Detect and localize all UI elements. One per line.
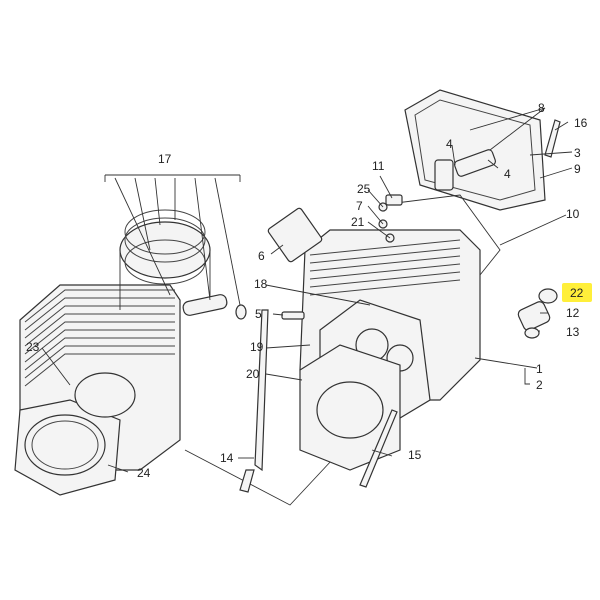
callout-17: 17 [158,152,172,166]
callout-11: 11 [372,159,385,173]
callout-22: 22 [570,286,584,300]
callout-19: 19 [250,340,264,354]
callout-4b: 4 [504,167,511,181]
callout-4a: 4 [446,137,453,151]
callout-13: 13 [566,325,580,339]
callout-25: 25 [357,182,371,196]
callout-3: 3 [574,146,581,160]
callout-6: 6 [258,249,265,263]
callout-10: 10 [566,207,580,221]
callout-7: 7 [356,199,363,213]
cylinder-head [239,89,561,493]
callout-21: 21 [351,215,365,229]
callout-16: 16 [574,116,588,130]
callout-1: 1 [536,362,543,376]
callout-23: 23 [26,340,40,354]
callout-9: 9 [574,162,581,176]
callout-20: 20 [246,367,260,381]
callout-5: 5 [255,307,262,321]
leader-lines [41,107,573,473]
callout-2: 2 [536,378,543,392]
callout-8: 8 [538,101,545,115]
callout-15: 15 [408,448,422,462]
callout-labels: 1 2 3 4 4 5 6 7 8 9 10 11 12 13 14 15 16… [26,101,588,480]
callout-18: 18 [254,277,268,291]
callout-12: 12 [566,306,580,320]
highlight-box-22 [562,283,592,302]
callout-24: 24 [137,466,151,480]
left-cylinder [14,174,361,506]
callout-14: 14 [220,451,234,465]
